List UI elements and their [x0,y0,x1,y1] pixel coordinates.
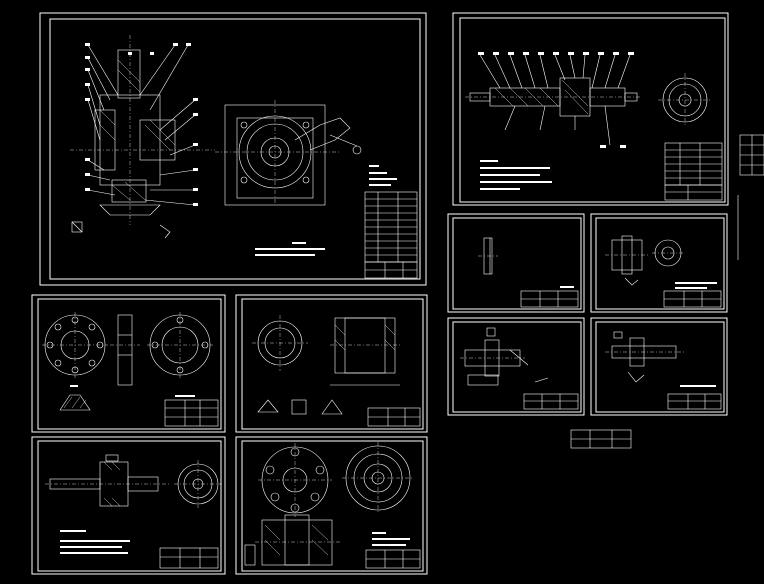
flange-side-view [110,314,140,386]
title-block [523,393,579,410]
technical-notes [680,385,716,387]
title-block [367,407,421,427]
shaft-section-view [465,52,640,148]
sheet-inner-border [595,217,725,310]
sheet-inner-border [49,18,421,280]
part-view [605,235,684,286]
sheet-inner-border [37,298,222,430]
sheet-border [31,436,226,575]
sheet-border [39,12,427,286]
title-block [164,395,219,427]
detail-view [59,385,91,411]
title-block [520,286,579,308]
sheet-part-ring[interactable] [235,294,428,433]
sheet-part-flange[interactable] [31,294,226,433]
title-block [365,549,421,569]
sheet-border [235,294,428,433]
technical-notes [255,165,397,256]
flange-front-view [42,312,108,378]
sheet-inner-border [37,440,222,572]
shaft-end-view [658,73,712,127]
sheet-inner-border [452,321,582,413]
technical-notes [60,530,130,554]
sheet-border [452,12,729,206]
sheet-border [447,213,585,313]
part-view [605,331,685,383]
hub-rear-view [342,442,414,514]
sheet-inner-border [241,440,424,572]
hub-front-view [258,443,332,517]
sheet-border [590,317,728,416]
gear-face-view [215,100,362,206]
sheet-inner-border [241,298,424,430]
part-view [460,327,549,386]
parts-list-table [364,191,418,263]
detail-views [257,399,343,415]
sheet-assembly-shaft[interactable] [452,12,729,206]
sheet-border [447,317,585,416]
sheet-part-hub[interactable] [235,436,428,575]
edge-table [737,134,764,260]
sheet-part-small-2[interactable] [590,213,728,313]
title-block [667,393,722,410]
sheet-inner-border [452,217,582,310]
sheet-border [235,436,428,575]
sheet-border [590,213,728,313]
technical-notes [372,532,410,546]
flange-rear-view [147,312,213,378]
gearbox-section-view [70,35,215,239]
sheet-part-small-1[interactable] [447,213,585,313]
sheet-part-shaft-gear[interactable] [31,436,226,575]
title-block [663,290,722,308]
part-view [478,237,498,275]
title-block [364,261,418,279]
sheet-inner-border [459,17,726,203]
title-block [159,547,219,569]
shaft-gear-view [45,454,170,507]
title-block [664,184,723,201]
floating-title-block [570,429,632,449]
hub-section-view [244,514,340,566]
sheet-part-small-3[interactable] [447,317,585,416]
sheet-part-small-4[interactable] [590,317,728,416]
sheet-inner-border [595,321,725,413]
ring-section-view [330,317,400,386]
sheet-assembly-main[interactable] [39,12,427,286]
technical-notes [675,282,717,289]
sheet-border [31,294,226,433]
ring-front-view [252,315,308,371]
gear-end-view [174,460,222,508]
parts-list-table [664,142,723,186]
technical-notes [480,160,552,190]
